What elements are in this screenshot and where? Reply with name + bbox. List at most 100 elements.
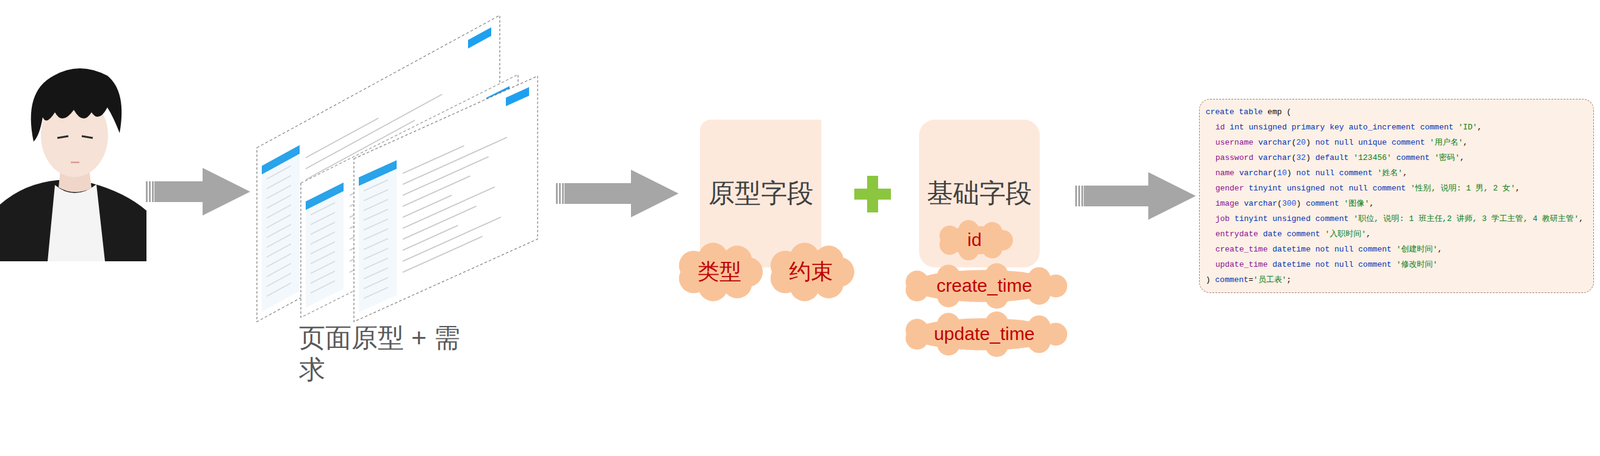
code-token: name <box>1215 168 1235 178</box>
code-token: ; <box>1286 275 1292 285</box>
code-line: gender tinyint unsigned not null comment… <box>1205 180 1584 196</box>
code-token: '入职时间' <box>1324 229 1367 239</box>
code-token: ( <box>1286 107 1292 117</box>
code-token <box>1391 259 1397 270</box>
decor-shape <box>363 209 389 221</box>
decor-shape <box>363 267 389 279</box>
arrow-tail-stripe <box>562 183 564 204</box>
code-token <box>1253 153 1259 163</box>
code-token: varchar <box>1239 168 1273 178</box>
code-token: unsigned <box>1248 122 1287 132</box>
code-token <box>1319 229 1325 239</box>
decor-shape <box>310 261 336 274</box>
code-token <box>1348 153 1354 163</box>
decor-shape <box>363 287 389 299</box>
field-cloud: create_time <box>901 263 1068 309</box>
code-token: ( <box>1277 198 1283 209</box>
arrow-tail-stripe <box>555 183 558 204</box>
arrow-tail-stripe <box>558 183 561 204</box>
decor-shape <box>363 180 389 191</box>
decor-shape <box>402 156 489 196</box>
code-token <box>1310 244 1316 254</box>
code-token <box>1353 259 1359 270</box>
decor-shape <box>363 258 389 270</box>
code-token: ) <box>1305 137 1311 148</box>
cloud-label: id <box>967 229 982 251</box>
decor-shape <box>402 137 508 185</box>
code-token <box>1324 183 1330 193</box>
decor-shape <box>402 225 458 251</box>
code-token: tinyint <box>1234 214 1269 224</box>
code-token: null <box>1334 244 1354 254</box>
prototype-screens <box>256 15 538 322</box>
code-token: , <box>1477 122 1483 132</box>
decor-shape <box>363 219 389 231</box>
code-token: '用户名' <box>1429 137 1464 148</box>
code-token: '职位, 说明: 1 班主任,2 讲师, 3 学工主管, 4 教研主管' <box>1353 214 1579 224</box>
decor-shape <box>363 238 389 250</box>
code-token: unique <box>1358 137 1388 148</box>
decor-shape <box>151 181 154 202</box>
arrow-tail-stripe <box>1081 185 1084 207</box>
code-token <box>1343 183 1349 193</box>
decor-shape <box>47 184 105 262</box>
code-token: 'ID' <box>1458 122 1478 132</box>
plus-sign <box>854 175 891 213</box>
code-token: varchar <box>1258 137 1292 148</box>
code-token: , <box>1437 244 1443 254</box>
code-token: '员工表' <box>1253 275 1287 285</box>
decor-shape <box>363 277 389 289</box>
code-token: auto_increment <box>1348 122 1416 132</box>
code-token: create_time <box>1215 244 1269 254</box>
code-token: date <box>1263 229 1283 239</box>
decor-shape <box>310 270 336 284</box>
decor-shape <box>310 241 336 254</box>
code-token <box>1405 183 1411 193</box>
code-line: username varchar(20) not null unique com… <box>1205 134 1584 151</box>
decor-shape <box>402 236 483 273</box>
decor-shape <box>261 145 300 312</box>
code-token <box>1310 168 1316 178</box>
code-token <box>1233 107 1239 117</box>
code-token: datetime <box>1272 244 1311 254</box>
code-token: ) <box>1305 153 1311 163</box>
code-token: varchar <box>1243 198 1278 209</box>
code-token <box>1372 168 1378 178</box>
code-token: 300 <box>1282 198 1297 209</box>
code-token: tinyint <box>1248 183 1283 193</box>
attribute-cloud: 约束 <box>767 242 855 302</box>
code-token <box>1391 153 1397 163</box>
code-token: key <box>1329 122 1344 132</box>
code-token: null <box>1315 168 1335 178</box>
figure-caption: 页面原型 + 需求 <box>299 322 470 386</box>
code-token: '图像' <box>1343 198 1370 209</box>
prototype-figure: 页面原型 + 需求 <box>255 15 542 386</box>
decor-shape <box>70 161 80 164</box>
decor-shape <box>363 228 389 240</box>
code-line: id int unsigned primary key auto_increme… <box>1205 119 1584 135</box>
decor-shape <box>353 76 538 322</box>
cloud-label: 约束 <box>789 256 833 287</box>
code-line: name varchar(10) not null comment '姓名', <box>1205 165 1584 181</box>
code-token <box>1415 122 1420 132</box>
decor-shape <box>358 160 397 313</box>
flow-arrow <box>145 167 251 216</box>
code-token: ) <box>1205 275 1211 285</box>
decor-shape <box>402 195 452 218</box>
code-token: comment <box>1315 214 1350 224</box>
code-token <box>1339 198 1345 209</box>
code-token <box>1310 214 1316 224</box>
code-token: '创建时间' <box>1396 244 1438 254</box>
code-token: '姓名' <box>1377 168 1403 178</box>
decor-shape <box>310 212 336 225</box>
code-token <box>1310 137 1316 148</box>
code-token: , <box>1402 168 1408 178</box>
decor-shape <box>310 251 336 264</box>
code-token <box>1367 183 1373 193</box>
code-token: not <box>1315 137 1330 148</box>
code-token: ) <box>1286 168 1292 178</box>
decor-shape <box>305 182 344 308</box>
decor-shape <box>310 231 336 245</box>
field-group-box: idcreate_timeupdate_time基础字段 <box>918 119 1040 268</box>
